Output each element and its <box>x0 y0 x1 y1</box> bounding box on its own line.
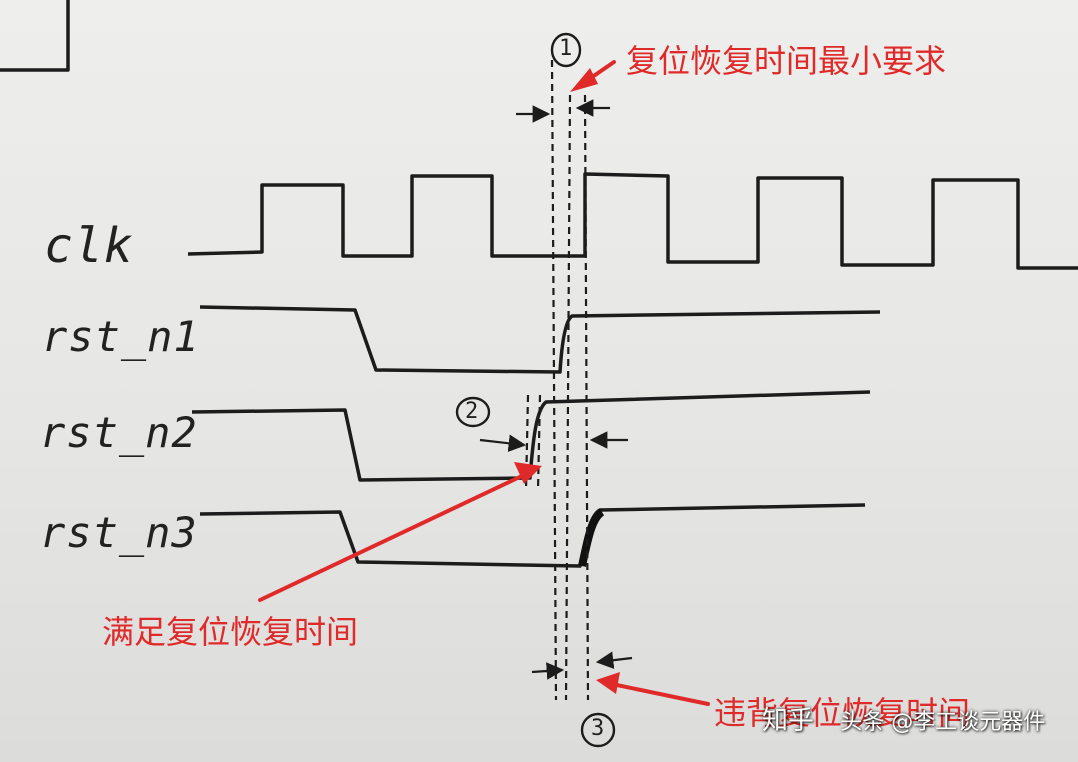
rst-n3-label: rst_n3 <box>40 508 198 557</box>
partial-waveform-fragment <box>0 0 70 72</box>
annotation-meets-recovery: 满足复位恢复时间 <box>102 613 359 651</box>
clk-waveform <box>187 172 1078 270</box>
annotation-violates-recovery: 违背复位恢复时间 <box>714 694 971 732</box>
watermark-source: 头条 @李工谈元器件 <box>840 710 1046 735</box>
rst-n2-waveform <box>191 390 871 482</box>
red-arrows <box>258 60 710 706</box>
annotation-min-recovery: 复位恢复时间最小要求 <box>626 42 947 80</box>
rst-n3-rising-edge-heavy <box>578 508 605 567</box>
marker-circles <box>455 32 616 748</box>
marker-1-label: 1 <box>559 36 574 61</box>
marker-2-label: 2 <box>465 399 480 424</box>
rst-n1-waveform <box>199 305 881 374</box>
marker-3-label: 3 <box>591 716 606 741</box>
watermark: 知乎 头条 @李工谈元器件 <box>762 700 1045 737</box>
dimension-arrows <box>479 99 633 680</box>
rst-n3-waveform <box>199 503 866 568</box>
rst-n1-label: rst_n1 <box>42 312 200 361</box>
rst-n2-label: rst_n2 <box>40 408 198 457</box>
clk-label: clk <box>44 218 134 274</box>
watermark-zhihu: 知乎 <box>762 706 815 736</box>
recovery-guide-lines <box>524 59 590 701</box>
